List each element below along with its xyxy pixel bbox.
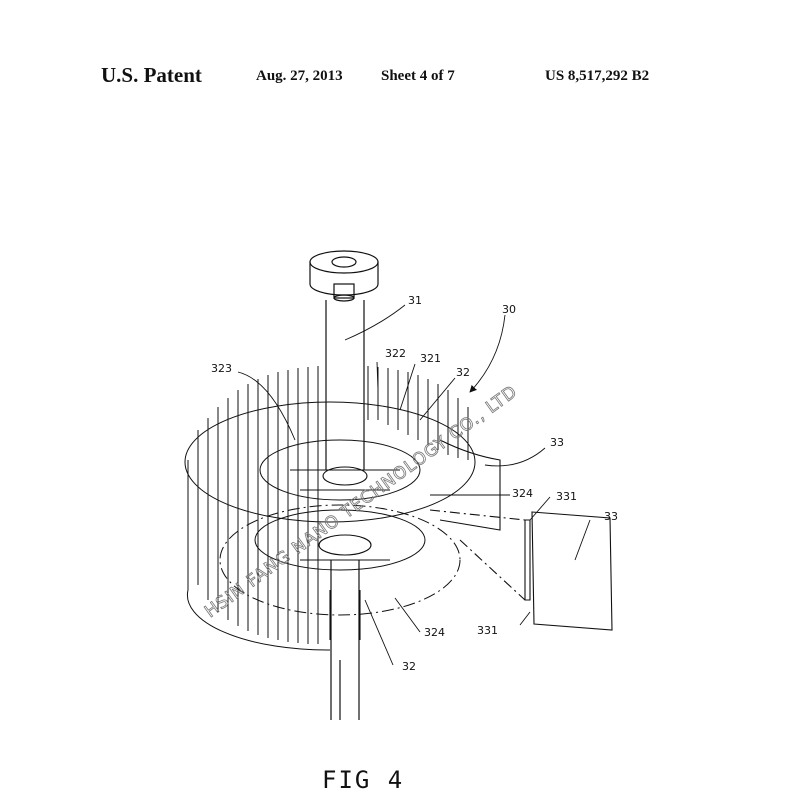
ref-324-top: 324 (512, 487, 533, 500)
ref-33-top: 33 (550, 436, 564, 449)
patent-date: Aug. 27, 2013 (256, 68, 343, 84)
patent-type: U.S. Patent (101, 63, 202, 87)
ref-323: 323 (211, 362, 232, 375)
fin-ring (184, 366, 476, 651)
leader-lines (237, 304, 591, 666)
reference-numerals: 31 30 322 321 32 323 33 324 331 33 324 3… (211, 294, 618, 673)
ref-324-bottom: 324 (424, 626, 445, 639)
sheet-number: Sheet 4 of 7 (381, 68, 455, 84)
hub-321 (290, 466, 400, 640)
ref-32-top: 32 (456, 366, 470, 379)
ref-32-bottom: 32 (402, 660, 416, 673)
patent-number: US 8,517,292 B2 (545, 68, 650, 84)
figure-label: FIG 4 (322, 766, 405, 794)
shaft-flange (309, 250, 379, 302)
watermark: HSIN FANG NANO TECHNOLOGY CO., LTD (201, 382, 521, 622)
ref-331-top: 331 (556, 490, 577, 503)
ref-331-bottom: 331 (477, 624, 498, 637)
ref-322: 322 (385, 347, 406, 360)
plate-33 (429, 439, 613, 631)
ref-33-right: 33 (604, 510, 618, 523)
ref-30: 30 (502, 303, 516, 316)
ref-31: 31 (408, 294, 422, 307)
ref-321: 321 (420, 352, 441, 365)
